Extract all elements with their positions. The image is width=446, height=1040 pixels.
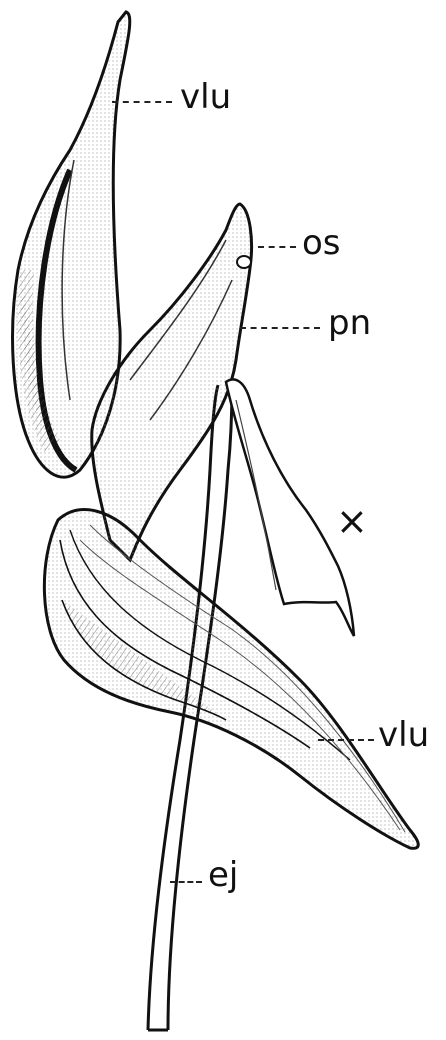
lower-valve [42, 508, 420, 850]
label-x: × [336, 499, 368, 543]
leader-vlu-upper [112, 101, 172, 103]
leader-pn [240, 327, 320, 329]
label-vlu-lower: vlu [378, 715, 430, 755]
x-flap [224, 378, 356, 637]
label-ej: ej [208, 855, 239, 895]
label-os: os [302, 223, 341, 263]
upper-valve [11, 10, 132, 479]
leader-ej [170, 881, 202, 883]
leader-vlu-lower [318, 739, 374, 741]
penis-lobe [90, 202, 254, 563]
label-pn: pn [328, 303, 372, 343]
label-vlu-upper: vlu [180, 77, 232, 117]
leader-os [258, 246, 296, 248]
